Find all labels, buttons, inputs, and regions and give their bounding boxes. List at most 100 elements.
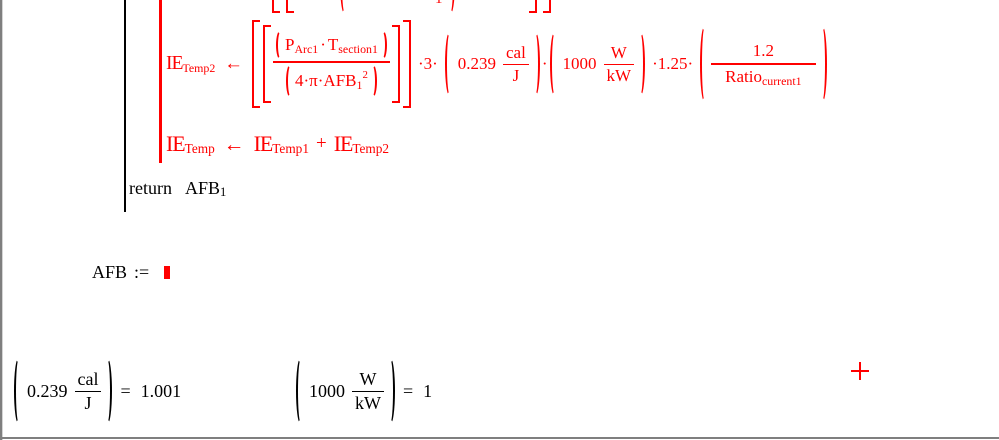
paren-right <box>103 358 113 424</box>
var-subscript: Arc1 <box>294 41 319 56</box>
var-base: Ratio <box>725 67 762 86</box>
var-base: AFB <box>323 71 357 90</box>
kw-conversion-factor: 1000 W kW <box>549 32 646 96</box>
var-subscript: Temp2 <box>182 60 216 75</box>
multiply-dot: · <box>320 35 326 54</box>
equals-sign: = <box>403 380 414 401</box>
var-base: AFB <box>184 177 220 198</box>
unit-numerator: cal <box>506 42 526 62</box>
var-base: IE <box>166 53 183 74</box>
paren-left <box>296 358 305 424</box>
worksheet-left-border-highlight <box>2 0 3 440</box>
unit-denominator: kW <box>606 65 632 85</box>
var-base: IE <box>333 131 354 156</box>
var-subscript: Temp1 <box>272 141 309 157</box>
unit-numerator: W <box>610 42 627 62</box>
var-subscript: 1 <box>220 185 227 200</box>
unit-fraction: cal J <box>503 42 529 87</box>
paren-left <box>700 26 709 102</box>
paren-right <box>636 32 646 96</box>
program-outer-bar <box>124 0 126 212</box>
var-base: T <box>327 35 339 54</box>
paren-right <box>818 26 827 102</box>
result-value: 1 <box>423 380 433 401</box>
var-subscript: Temp <box>184 141 215 157</box>
ratio-numerator: 1.2 <box>752 41 774 60</box>
var-base: P <box>284 35 295 54</box>
paren-left <box>549 32 559 96</box>
var-base: AFB <box>92 261 128 282</box>
paren-bottom-fragment <box>446 0 455 14</box>
plus-operator: + <box>315 133 327 154</box>
afb-definition[interactable]: AFB := <box>92 258 171 286</box>
unit-fraction: W kW <box>603 42 635 87</box>
unit-numerator: W <box>359 368 377 389</box>
paren-right <box>531 32 540 96</box>
matrix-bracket-right-outer <box>402 20 411 108</box>
bracket-bottom-fragment <box>543 0 551 13</box>
unit-expression: 1000 W kW <box>296 358 395 424</box>
var-base: IE <box>253 131 274 156</box>
coefficient: 1000 <box>309 380 345 401</box>
fraction-bar <box>711 63 816 65</box>
local-assign-operator: ← <box>224 53 243 74</box>
den-prefix: 4·π· <box>295 71 324 90</box>
matrix-bracket-left-outer <box>251 20 260 108</box>
cal-conversion-factor: 0.239 cal J <box>444 32 540 96</box>
times-125-operator: ·1.25· <box>652 54 694 73</box>
local-assign-operator: ← <box>223 131 245 156</box>
unit-fraction: cal J <box>74 368 102 415</box>
bracket-bottom-fragment <box>272 0 280 13</box>
var-base: IE <box>166 131 186 156</box>
unit-fraction: W kW <box>352 368 384 415</box>
worksheet-left-border <box>0 0 2 440</box>
matrix-bracket-right-inner <box>391 25 400 103</box>
unit-numerator: cal <box>77 368 99 389</box>
paren-left <box>286 64 295 98</box>
result-value: 1.001 <box>140 380 182 401</box>
paren-right <box>378 30 387 60</box>
unit-denominator: kW <box>355 392 381 413</box>
fraction-bar <box>603 63 635 65</box>
var-subscript: 1 <box>356 77 363 92</box>
equals-sign: = <box>120 380 131 401</box>
coefficient: 0.239 <box>27 380 68 401</box>
bracket-bottom-fragment <box>286 0 294 13</box>
unit-denominator: J <box>84 392 92 413</box>
program-inner-bar <box>159 0 162 163</box>
paren-right <box>368 64 377 98</box>
bracket-bottom-fragment <box>529 0 537 13</box>
subscript-fragment: 1 <box>435 0 443 7</box>
result-cal-per-joule[interactable]: 0.239 cal J = 1.001 <box>14 352 181 430</box>
var-subscript: Temp2 <box>352 141 390 157</box>
coefficient: 1000 <box>562 54 597 73</box>
fraction-bar <box>272 61 390 63</box>
clipped-formula-fragment: 1 <box>0 0 999 15</box>
paren-left <box>444 32 454 96</box>
paren-right <box>386 358 395 424</box>
define-operator: := <box>134 261 150 282</box>
times-3-operator: ·3· <box>417 54 438 73</box>
paren-bottom-fragment <box>340 0 349 14</box>
return-keyword: return <box>129 177 172 198</box>
multiply-dot: · <box>541 54 548 73</box>
var-superscript: 2 <box>362 68 368 81</box>
fraction-bar <box>74 390 102 392</box>
var-subscript: section1 <box>338 41 378 56</box>
unit-denominator: J <box>512 65 520 85</box>
result-watt-per-kilowatt[interactable]: 1000 W kW = 1 <box>296 352 432 430</box>
empty-placeholder[interactable] <box>164 265 171 279</box>
unit-expression: 0.239 cal J <box>14 358 113 424</box>
paren-left <box>275 30 285 60</box>
fraction-bar <box>503 63 529 65</box>
